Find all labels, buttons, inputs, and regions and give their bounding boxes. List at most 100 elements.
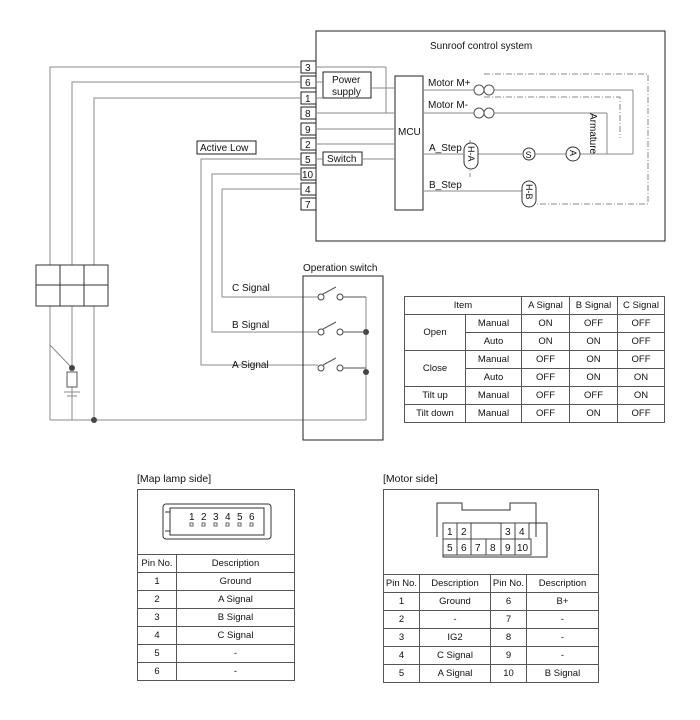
pin-label: 10 <box>302 170 314 181</box>
coil-icon <box>473 84 495 119</box>
shield-lines <box>469 73 649 205</box>
desc-cell: - <box>526 628 599 647</box>
switch-contacts <box>317 293 344 372</box>
table-row: 2-7- <box>383 610 599 629</box>
pin-label: 9 <box>305 125 311 136</box>
motor-pin-num: 5 <box>447 543 453 554</box>
pin-cell: 5 <box>383 664 420 683</box>
map-lamp-pin-num: 4 <box>225 512 231 523</box>
switch-levers <box>322 286 366 369</box>
control-system-box <box>315 30 666 242</box>
table-header-row: Pin No. Description Pin No. Description <box>383 574 599 593</box>
motor-pin-num: 10 <box>517 543 529 554</box>
table-header-row: Pin No. Description <box>137 554 295 573</box>
header-desc: Description <box>419 574 491 593</box>
desc-cell: - <box>526 646 599 665</box>
mode-cell: Manual <box>465 386 522 405</box>
map-lamp-pin-num: 6 <box>249 512 255 523</box>
b-cell: OFF <box>569 386 618 405</box>
pin-label: 1 <box>305 94 311 105</box>
a-label: A <box>568 150 578 156</box>
desc-cell: - <box>419 610 491 629</box>
header-item: Item <box>404 296 522 315</box>
table-header-row: Item A Signal B Signal C Signal <box>404 296 665 315</box>
connector-pin-column: 3 6 1 8 9 2 5 10 4 7 <box>300 60 317 211</box>
desc-cell: A Signal <box>419 664 491 683</box>
pin-label: 2 <box>305 140 311 151</box>
mode-cell: Manual <box>465 350 522 369</box>
table-row: 5- <box>137 644 295 663</box>
map-lamp-pin-num: 1 <box>189 512 195 523</box>
mode-cell: Auto <box>465 368 522 387</box>
pin-cell: 1 <box>137 572 177 591</box>
c-cell: OFF <box>617 332 665 351</box>
mcu-box <box>394 75 424 211</box>
c-cell: OFF <box>617 404 665 423</box>
pin-cell: 6 <box>137 662 177 681</box>
desc-cell: Ground <box>419 592 491 611</box>
item-cell: Tilt up <box>404 386 466 405</box>
b-cell: ON <box>569 350 618 369</box>
a-signal-label: A Signal <box>232 360 269 371</box>
c-signal-label: C Signal <box>232 283 270 294</box>
harness-connector <box>35 264 109 307</box>
b-step-label: B_Step <box>429 180 462 191</box>
b-cell: OFF <box>569 314 618 333</box>
desc-cell: IG2 <box>419 628 491 647</box>
armature-label: Armature <box>587 113 598 155</box>
map-lamp-pin-num: 2 <box>201 512 207 523</box>
ha-sensor-icon <box>463 142 479 170</box>
desc-cell: - <box>176 662 295 681</box>
map-lamp-pin-num: 5 <box>237 512 243 523</box>
desc-cell: B Signal <box>526 664 599 683</box>
motor-connector-grid <box>442 522 532 556</box>
b-cell: ON <box>569 332 618 351</box>
operation-switch-box <box>302 275 384 441</box>
item-cell: Tilt down <box>404 404 466 423</box>
motor-pin-num: 9 <box>505 543 511 554</box>
desc-cell: B+ <box>526 592 599 611</box>
pin-cell: 2 <box>137 590 177 609</box>
pin-cell: 4 <box>383 646 420 665</box>
header-pin: Pin No. <box>137 554 177 573</box>
header-desc: Description <box>176 554 295 573</box>
table-row: Auto OFF ON ON <box>405 368 665 387</box>
motor-pin-num: 7 <box>475 543 481 554</box>
map-lamp-connector-frame <box>137 489 295 554</box>
b-cell: ON <box>569 368 618 387</box>
operation-switch-title: Operation switch <box>303 263 377 274</box>
motor-pin-num: 3 <box>505 527 511 538</box>
table-row: Close Manual OFF ON OFF <box>404 350 665 387</box>
control-system-title: Sunroof control system <box>430 41 532 52</box>
b-cell: ON <box>569 404 618 423</box>
motor-minus-label: Motor M- <box>428 100 468 111</box>
fuse-icon <box>66 371 78 388</box>
header-pin-2: Pin No. <box>490 574 527 593</box>
motor-wires <box>423 89 634 192</box>
map-lamp-pin-num: 3 <box>213 512 219 523</box>
desc-cell: A Signal <box>176 590 295 609</box>
b-signal-label: B Signal <box>232 320 269 331</box>
header-desc-2: Description <box>526 574 599 593</box>
motor-pin-num: 1 <box>447 527 453 538</box>
desc-cell: C Signal <box>419 646 491 665</box>
mcu-label: MCU <box>398 127 421 138</box>
pin-label: 3 <box>305 63 311 74</box>
pin-label: 8 <box>305 109 311 120</box>
table-row: Open Manual ON OFF OFF <box>404 314 665 351</box>
desc-cell: B Signal <box>176 608 295 627</box>
mode-cell: Auto <box>465 332 522 351</box>
motor-side-caption: [Motor side] <box>383 473 438 485</box>
pin-label: 5 <box>305 155 311 166</box>
pin-cell: 9 <box>490 646 527 665</box>
pin-cell: 7 <box>490 610 527 629</box>
desc-cell: - <box>526 610 599 629</box>
a-cell: OFF <box>521 404 570 423</box>
a-step-label: A_Step <box>429 143 462 154</box>
